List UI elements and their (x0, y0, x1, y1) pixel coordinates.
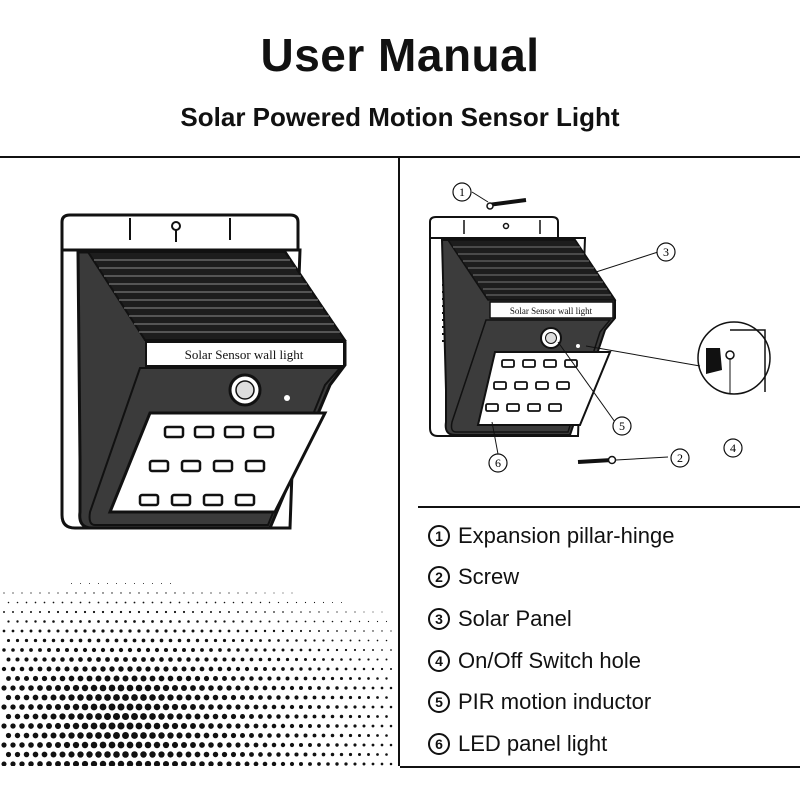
legend-item: 3 Solar Panel (428, 598, 798, 640)
center-divider (398, 156, 400, 766)
callout-1: 1 (452, 182, 472, 202)
page-subtitle: Solar Powered Motion Sensor Light (180, 102, 620, 132)
legend-item: 5 PIR motion inductor (428, 681, 798, 723)
legend-label: PIR motion inductor (458, 689, 652, 715)
halftone-pattern (1, 582, 393, 766)
legend-item: 6 LED panel light (428, 723, 798, 765)
callout-4: 4 (723, 438, 743, 458)
legend-item: 2 Screw (428, 557, 798, 599)
product-label-large: Solar Sensor wall light (185, 347, 304, 362)
header-divider (0, 156, 800, 158)
callout-5: 5 (612, 416, 632, 436)
parts-legend: 1 Expansion pillar-hinge 2 Screw 3 Solar… (428, 515, 798, 765)
switch-detail-circle (697, 321, 771, 395)
legend-number: 5 (428, 691, 450, 714)
legend-label: LED panel light (458, 730, 608, 756)
svg-text:2: 2 (677, 451, 683, 465)
legend-number: 3 (428, 607, 450, 630)
expansion-pillar-hinge (471, 191, 527, 210)
legend-label: Expansion pillar-hinge (458, 522, 675, 548)
solar-panel (446, 239, 617, 301)
bottom-divider (400, 766, 800, 768)
svg-text:6: 6 (495, 456, 501, 470)
legend-divider (418, 506, 800, 508)
legend-number: 6 (428, 732, 450, 755)
screw (577, 455, 669, 465)
legend-number: 4 (428, 649, 450, 672)
product-illustration-large: Solar Sensor wall light (1, 213, 393, 766)
product-label-small: Solar Sensor wall light (510, 306, 593, 316)
legend-item: 1 Expansion pillar-hinge (428, 515, 798, 557)
legend-number: 1 (428, 524, 450, 547)
legend-label: Solar Panel (458, 605, 572, 631)
legend-label: On/Off Switch hole (458, 647, 642, 673)
callout-6: 6 (488, 453, 508, 473)
legend-item: 4 On/Off Switch hole (428, 640, 798, 682)
callout-3: 3 (656, 242, 676, 262)
callout-2: 2 (670, 448, 690, 468)
svg-text:5: 5 (619, 419, 625, 433)
svg-text:3: 3 (663, 245, 669, 259)
legend-number: 2 (428, 566, 450, 589)
parts-diagram: Solar Sensor wall light 1 3 5 (429, 182, 771, 473)
svg-text:4: 4 (730, 441, 736, 455)
callout-markers: 1 3 5 4 6 2 (452, 182, 743, 473)
led-array-large (138, 425, 275, 507)
svg-text:1: 1 (459, 185, 465, 199)
legend-label: Screw (458, 564, 520, 590)
page-title: User Manual (260, 29, 540, 81)
